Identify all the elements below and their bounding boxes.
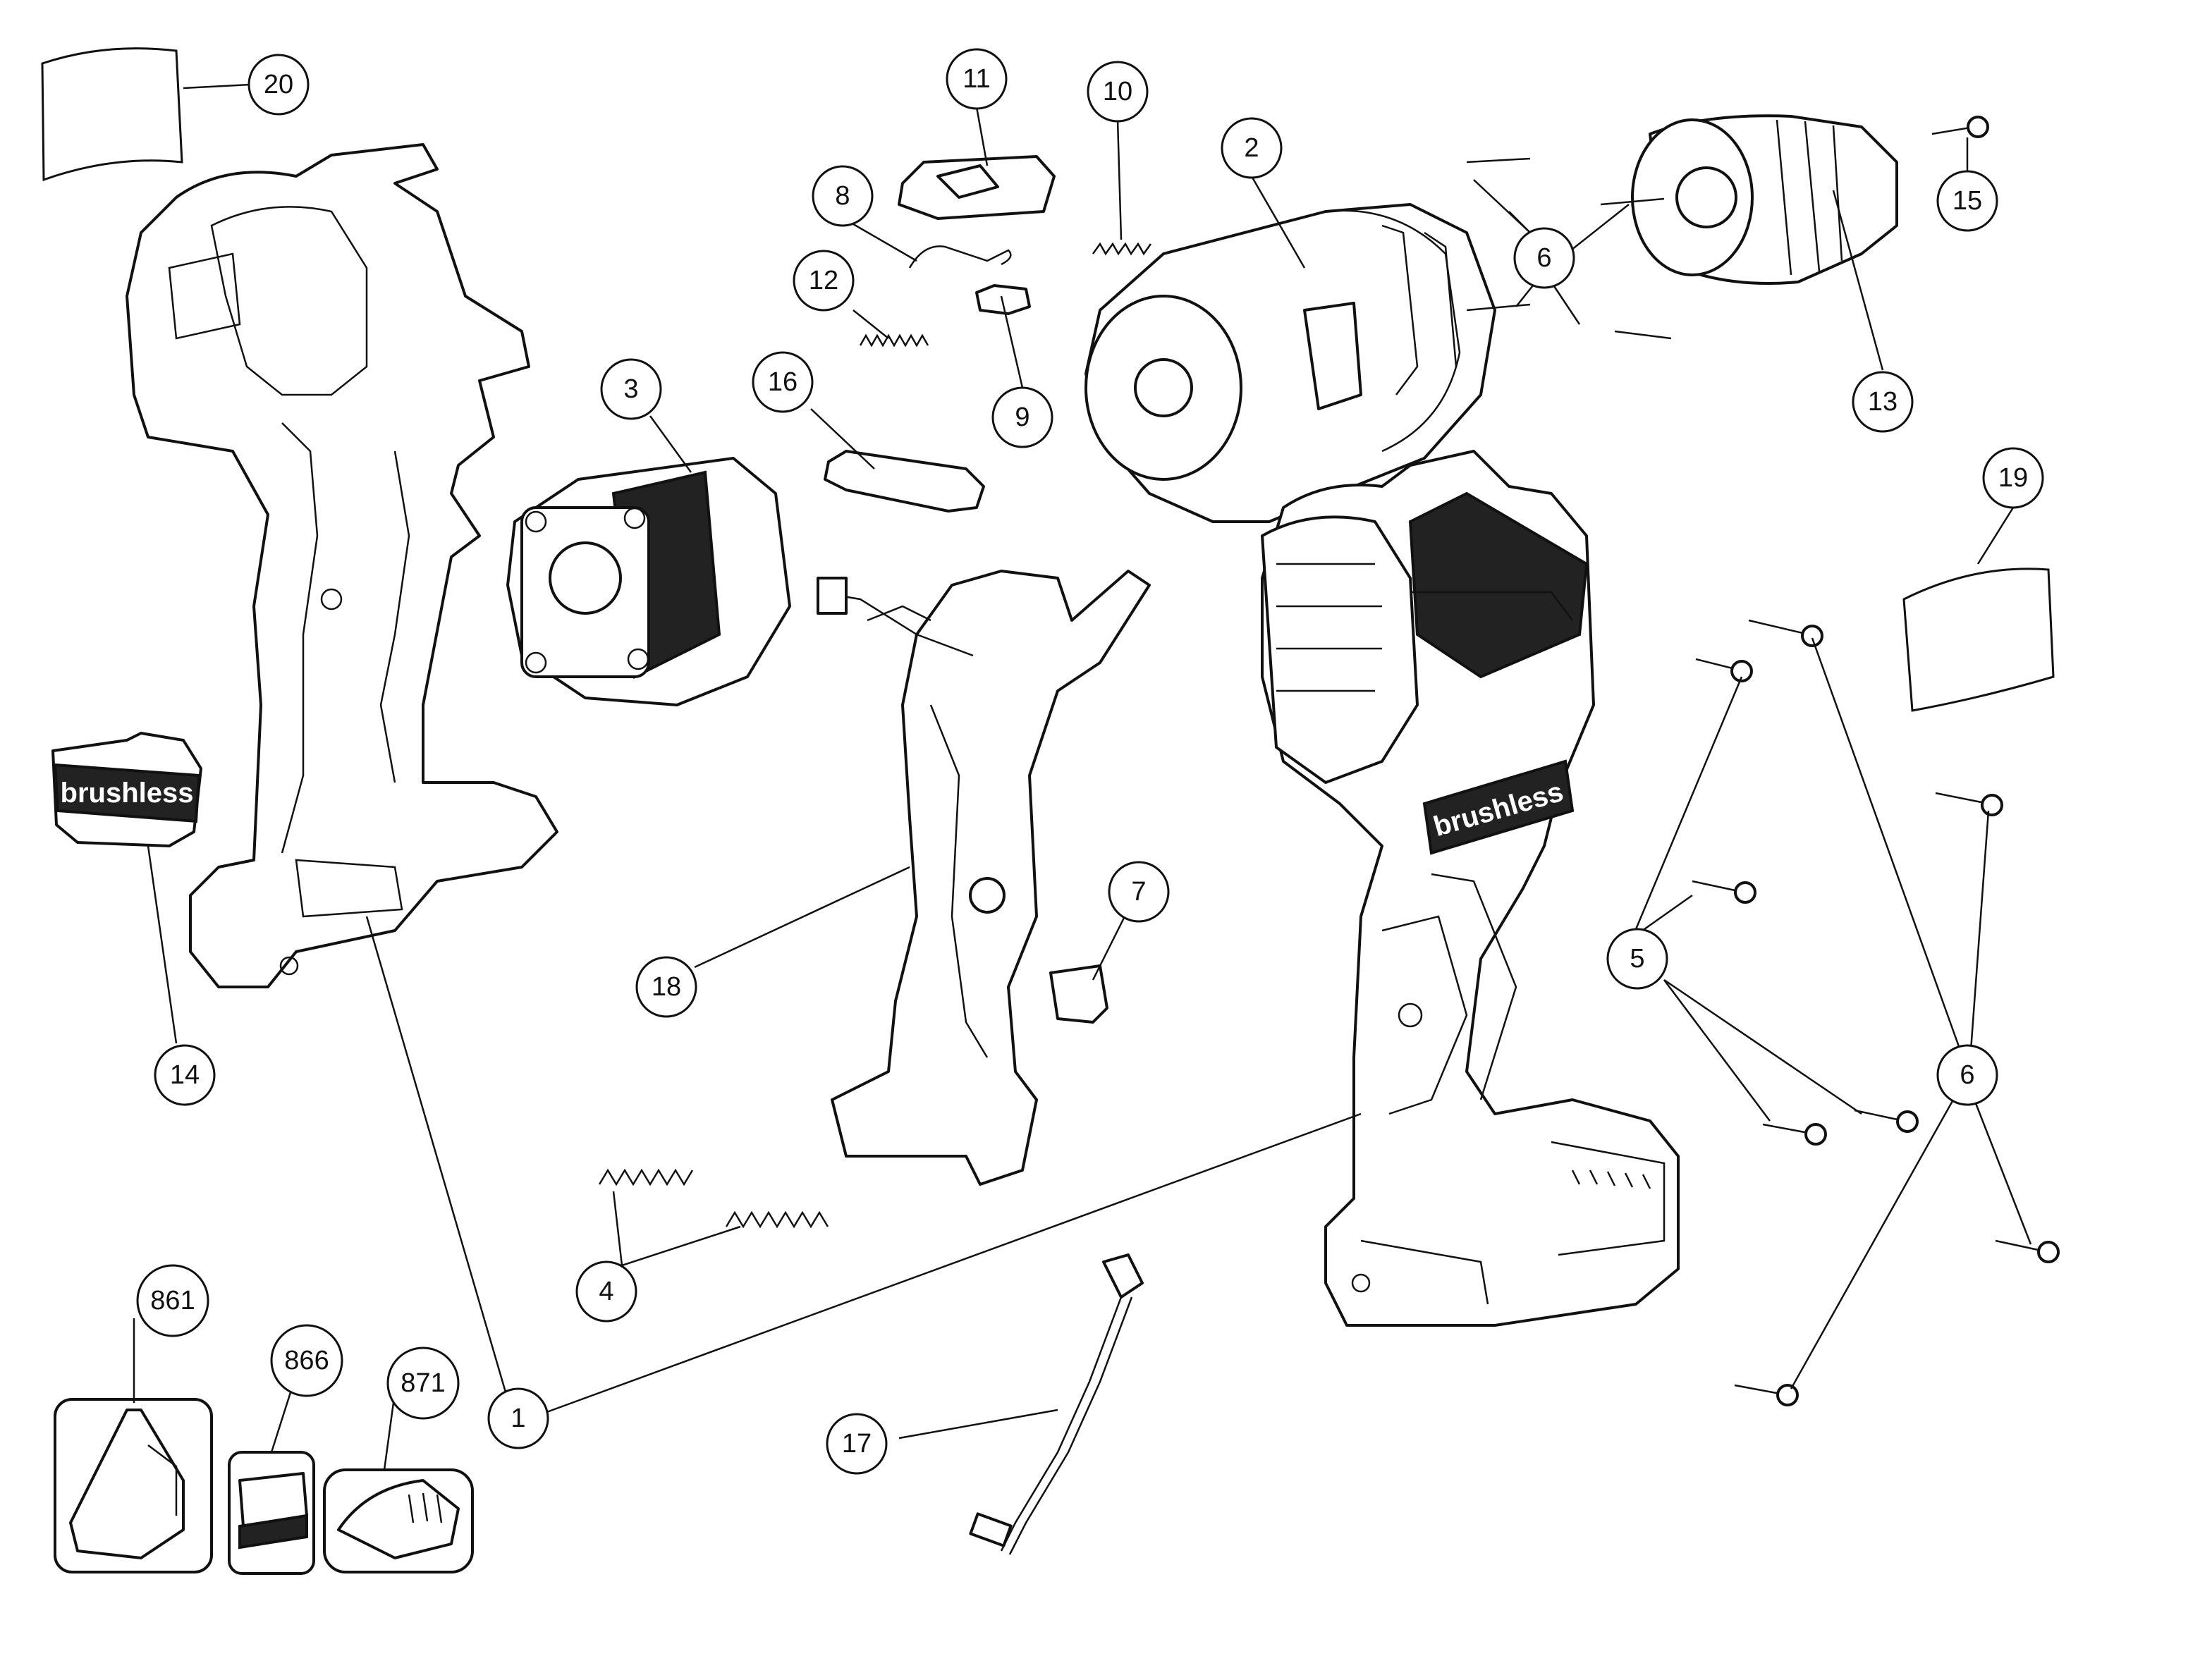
svg-text:18: 18 <box>652 972 681 1002</box>
callout-3: 3 <box>600 358 662 420</box>
callout-2: 2 <box>1221 117 1283 179</box>
part-17-led-cable <box>969 1253 1144 1555</box>
callout-4: 4 <box>575 1260 637 1323</box>
svg-text:2: 2 <box>1244 133 1259 163</box>
callout-5: 5 <box>1606 928 1668 990</box>
accessory-866-battery <box>228 1451 315 1575</box>
part-20-label <box>41 47 183 182</box>
screws-right <box>1692 619 2060 1406</box>
callout-6-top: 6 <box>1513 227 1575 289</box>
svg-text:871: 871 <box>401 1368 445 1398</box>
callout-866: 866 <box>270 1324 343 1397</box>
part-3-motor <box>506 457 791 706</box>
svg-text:19: 19 <box>1998 463 2028 493</box>
part-4-springs <box>598 1168 829 1229</box>
screws-top <box>1466 116 1989 340</box>
part-18-switch-assembly <box>817 570 1151 1186</box>
svg-text:12: 12 <box>809 266 838 295</box>
part-16-switch-slide <box>824 450 985 513</box>
callout-861: 861 <box>136 1264 209 1337</box>
accessory-861-case <box>54 1398 213 1573</box>
accessory-871-charger <box>323 1468 474 1573</box>
svg-text:16: 16 <box>768 367 798 397</box>
svg-text:3: 3 <box>623 374 638 404</box>
part-12-spring <box>859 333 929 348</box>
svg-text:7: 7 <box>1131 877 1146 907</box>
part-2-gearbox <box>1084 203 1496 523</box>
part-11-switch-cover <box>898 155 1056 220</box>
part-14-brushless-cap: brushless <box>51 732 202 847</box>
part-9-slider <box>975 284 1031 315</box>
svg-text:13: 13 <box>1868 387 1898 417</box>
svg-text:14: 14 <box>170 1060 200 1090</box>
part-13-chuck <box>1631 114 1898 285</box>
callout-15: 15 <box>1936 170 1998 232</box>
svg-text:20: 20 <box>264 70 293 99</box>
svg-text:15: 15 <box>1953 186 1982 216</box>
callout-6-right: 6 <box>1936 1044 1998 1106</box>
callout-12: 12 <box>793 250 855 312</box>
svg-text:8: 8 <box>835 181 850 211</box>
callout-13: 13 <box>1852 371 1914 433</box>
leader-lines <box>133 83 2032 1471</box>
left-housing-half <box>126 143 558 988</box>
callout-7: 7 <box>1108 861 1170 923</box>
callout-1: 1 <box>487 1387 549 1449</box>
part-8-spring-clip <box>908 245 1012 269</box>
brushless-cap-text: brushless <box>61 778 194 809</box>
callout-16: 16 <box>752 351 814 413</box>
svg-text:4: 4 <box>599 1277 613 1306</box>
svg-text:1: 1 <box>511 1404 525 1433</box>
callout-17: 17 <box>826 1413 888 1475</box>
right-housing: brushless <box>1261 450 1680 1327</box>
svg-text:6: 6 <box>1960 1060 1974 1090</box>
part-7-clip <box>1049 964 1108 1024</box>
callout-19: 19 <box>1982 447 2044 509</box>
callout-10: 10 <box>1087 61 1149 123</box>
svg-text:9: 9 <box>1015 403 1029 432</box>
svg-text:5: 5 <box>1630 944 1644 974</box>
callout-18: 18 <box>635 956 697 1018</box>
part-10-spring <box>1092 242 1152 256</box>
svg-text:866: 866 <box>284 1346 329 1375</box>
svg-text:11: 11 <box>963 64 990 94</box>
callout-9: 9 <box>991 386 1053 448</box>
svg-text:10: 10 <box>1103 77 1132 106</box>
callout-871: 871 <box>386 1346 460 1420</box>
callout-14: 14 <box>154 1044 216 1106</box>
svg-text:6: 6 <box>1536 243 1551 273</box>
callout-20: 20 <box>248 54 310 116</box>
callout-8: 8 <box>812 165 874 227</box>
callout-11: 11 <box>946 48 1008 110</box>
part-19-label <box>1902 567 2055 712</box>
svg-text:17: 17 <box>842 1429 872 1459</box>
svg-text:861: 861 <box>150 1286 195 1315</box>
